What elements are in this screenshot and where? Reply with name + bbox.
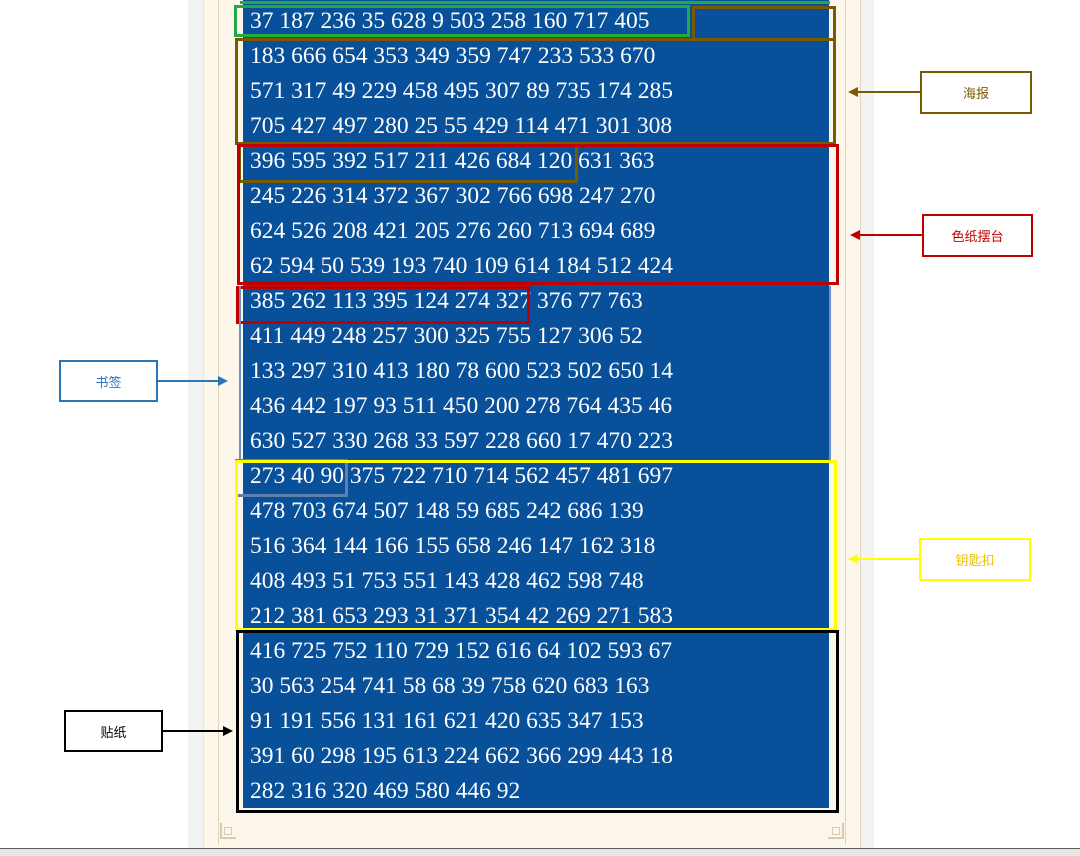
poster-group-frame: [235, 38, 836, 145]
keychain-label-text: 钥匙扣: [955, 554, 995, 569]
bookmark-label: 书签: [59, 360, 158, 402]
poster-label-text: 海报: [962, 87, 989, 102]
number-row: 624 526 208 421 205 276 260 713 694 689: [250, 218, 656, 244]
poster-label: 海报: [920, 71, 1032, 114]
number-row: 705 427 497 280 25 55 429 114 471 301 30…: [250, 113, 673, 139]
number-row: 416 725 752 110 729 152 616 64 102 593 6…: [250, 638, 673, 664]
corner-ornament-left: [220, 823, 236, 839]
sticker-label-text: 贴纸: [100, 725, 127, 741]
sticker-label: 贴纸: [64, 710, 163, 752]
sticker-frame: [236, 630, 839, 813]
number-row: 436 442 197 93 511 450 200 278 764 435 4…: [250, 393, 673, 419]
number-row: 133 297 310 413 180 78 600 523 502 650 1…: [250, 358, 673, 384]
number-row: 478 703 674 507 148 59 685 242 686 139: [250, 498, 644, 524]
corner-ornament-right: [828, 823, 844, 839]
number-row: 385 262 113 395 124 274 327 376 77 763: [250, 288, 643, 314]
color-paper-stand-arrow-icon: [850, 230, 922, 240]
sticker-arrow-icon: [163, 726, 233, 736]
number-row: 408 493 51 753 551 143 428 462 598 748: [250, 568, 644, 594]
bookmark-frame: [239, 286, 831, 462]
poster-group-frame-start: [692, 6, 836, 41]
color-paper-stand-frame: [237, 144, 839, 285]
number-row: 282 316 320 469 580 446 92: [250, 778, 521, 804]
bookmark-arrow-icon: [158, 376, 228, 386]
number-row: 411 449 248 257 300 325 755 127 306 52: [250, 323, 643, 349]
bottom-scroll-edge: [0, 848, 1080, 856]
number-row: 183 666 654 353 349 359 747 233 533 670: [250, 43, 656, 69]
number-row: 62 594 50 539 193 740 109 614 184 512 42…: [250, 253, 673, 279]
keychain-frame: [235, 460, 837, 631]
number-row: 396 595 392 517 211 426 684 120 631 363: [250, 148, 655, 174]
number-row: 273 40 90 375 722 710 714 562 457 481 69…: [250, 463, 673, 489]
number-row: 571 317 49 229 458 495 307 89 735 174 28…: [250, 78, 673, 104]
number-row: 516 364 144 166 155 658 246 147 162 318: [250, 533, 656, 559]
color-paper-stand-label: 色纸摆台: [922, 214, 1033, 257]
paper-decorative-frame: [218, 0, 846, 845]
top-group-frame-edge: [240, 0, 830, 4]
color-paper-stand-frame-end: [236, 286, 530, 324]
bookmark-label-text: 书签: [95, 375, 122, 391]
number-row: 245 226 314 372 367 302 766 698 247 270: [250, 183, 656, 209]
number-row: 91 191 556 131 161 621 420 635 347 153: [250, 708, 644, 734]
top-group-frame: [234, 5, 690, 37]
number-row: 30 563 254 741 58 68 39 758 620 683 163: [250, 673, 650, 699]
number-row: 630 527 330 268 33 597 228 660 17 470 22…: [250, 428, 673, 454]
keychain-arrow-icon: [848, 554, 920, 564]
keychain-label: 钥匙扣: [919, 538, 1031, 581]
number-list-panel: [243, 0, 829, 808]
number-row: 391 60 298 195 613 224 662 366 299 443 1…: [250, 743, 673, 769]
number-row: 37 187 236 35 628 9 503 258 160 717 405: [250, 8, 650, 34]
number-row: 212 381 653 293 31 371 354 42 269 271 58…: [250, 603, 673, 629]
color-paper-stand-label-text: 色纸摆台: [951, 230, 1004, 245]
poster-arrow-icon: [848, 87, 920, 97]
